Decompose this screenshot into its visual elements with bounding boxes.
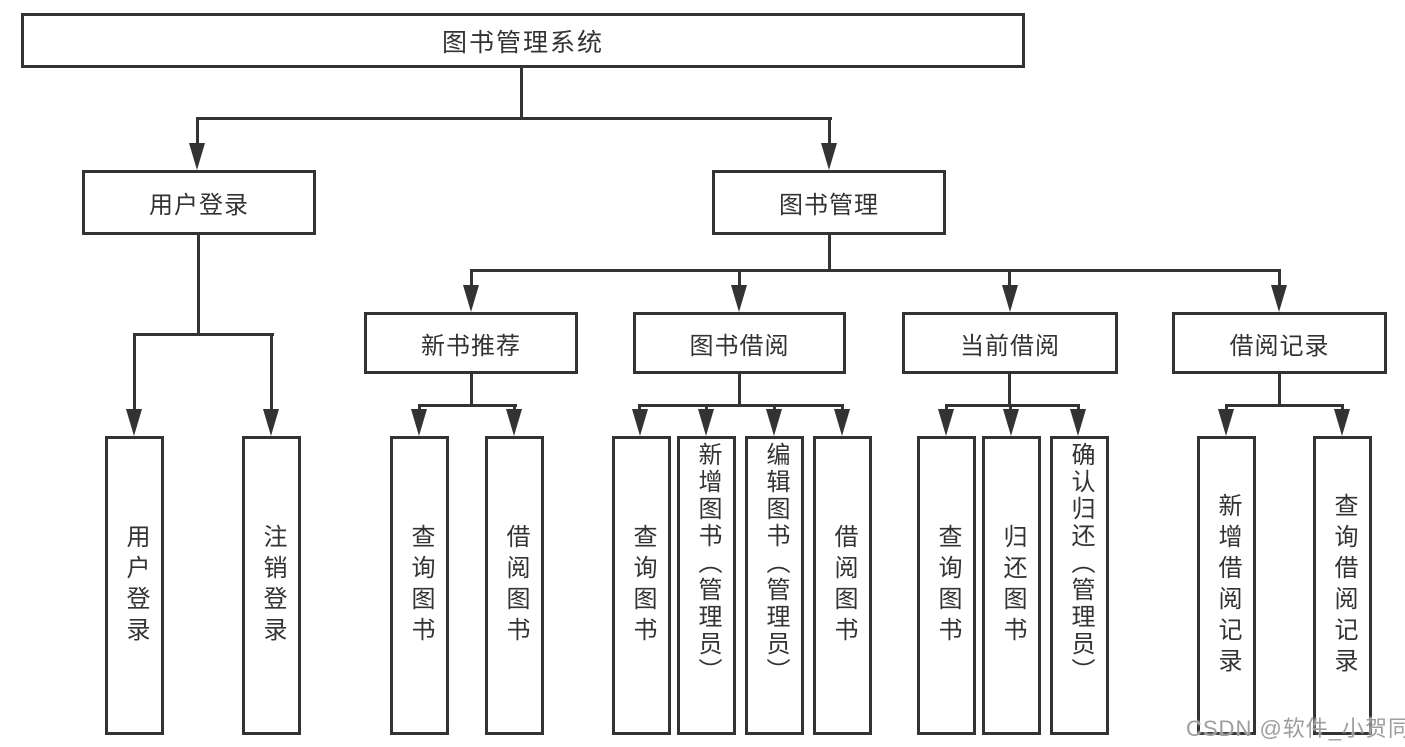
arrow-down-icon <box>698 409 714 436</box>
arrow-down-icon <box>632 409 648 436</box>
node-borrow-records: 借阅记录 <box>1172 312 1387 374</box>
arrow-down-icon <box>189 143 205 170</box>
arrow-down-icon <box>411 409 427 436</box>
connector-login-right-drop <box>270 335 273 411</box>
leaf-logout: 注销登录 <box>242 436 301 735</box>
leaf-borrow-books-1: 借阅图书 <box>485 436 544 735</box>
connector-mgmt-drop-1 <box>470 272 473 288</box>
arrow-down-icon <box>126 409 142 436</box>
arrow-down-icon <box>1002 285 1018 312</box>
leaf-query-borrow-record: 查询借阅记录 <box>1313 436 1372 735</box>
connector-root-right-drop <box>828 119 831 147</box>
arrow-down-icon <box>766 409 782 436</box>
node-user-login: 用户登录 <box>82 170 316 235</box>
arrow-down-icon <box>821 143 837 170</box>
connector-g1-stem <box>470 374 473 407</box>
leaf-edit-book-admin: 编辑图书（管理员） <box>745 436 804 735</box>
leaf-borrow-books-2: 借阅图书 <box>813 436 872 735</box>
connector-mgmt-rail <box>470 269 1281 272</box>
connector-g2-stem <box>738 374 741 407</box>
leaf-user-login: 用户登录 <box>105 436 164 735</box>
arrow-down-icon <box>938 409 954 436</box>
connector-g3-rail <box>945 404 1080 407</box>
connector-login-left-drop <box>133 335 136 411</box>
leaf-query-books-1: 查询图书 <box>390 436 449 735</box>
arrow-down-icon <box>1271 285 1287 312</box>
arrow-down-icon <box>834 409 850 436</box>
leaf-query-books-3: 查询图书 <box>917 436 976 735</box>
connector-mgmt-drop-4 <box>1278 272 1281 288</box>
node-library-system: 图书管理系统 <box>21 13 1025 68</box>
connector-root-stem <box>520 68 523 120</box>
connector-g3-stem <box>1008 374 1011 407</box>
arrow-down-icon <box>731 285 747 312</box>
arrow-down-icon <box>1070 409 1086 436</box>
arrow-down-icon <box>463 285 479 312</box>
leaf-return-books: 归还图书 <box>982 436 1041 735</box>
connector-login-rail <box>133 333 274 336</box>
leaf-query-books-2: 查询图书 <box>612 436 671 735</box>
leaf-confirm-return-admin: 确认归还（管理员） <box>1050 436 1109 735</box>
connector-mgmt-drop-3 <box>1008 272 1011 288</box>
node-new-book-recommend: 新书推荐 <box>364 312 578 374</box>
watermark-text: CSDN @软件_小贺同学 <box>1186 716 1405 741</box>
arrow-down-icon <box>263 409 279 436</box>
connector-root-left-drop <box>196 119 199 147</box>
arrow-down-icon <box>1334 409 1350 436</box>
connector-g4-rail <box>1225 404 1344 407</box>
leaf-add-borrow-record: 新增借阅记录 <box>1197 436 1256 735</box>
node-book-borrowing: 图书借阅 <box>633 312 846 374</box>
connector-g1-rail <box>418 404 517 407</box>
leaf-add-book-admin: 新增图书（管理员） <box>677 436 736 735</box>
arrow-down-icon <box>1003 409 1019 436</box>
node-book-management: 图书管理 <box>712 170 946 235</box>
connector-mgmt-stem <box>828 235 831 272</box>
node-current-borrowing: 当前借阅 <box>902 312 1118 374</box>
arrow-down-icon <box>1218 409 1234 436</box>
arrow-down-icon <box>506 409 522 436</box>
connector-mgmt-drop-2 <box>738 272 741 288</box>
connector-g2-rail <box>638 404 844 407</box>
connector-root-rail <box>196 117 832 120</box>
connector-g4-stem <box>1278 374 1281 407</box>
connector-login-stem <box>197 235 200 335</box>
